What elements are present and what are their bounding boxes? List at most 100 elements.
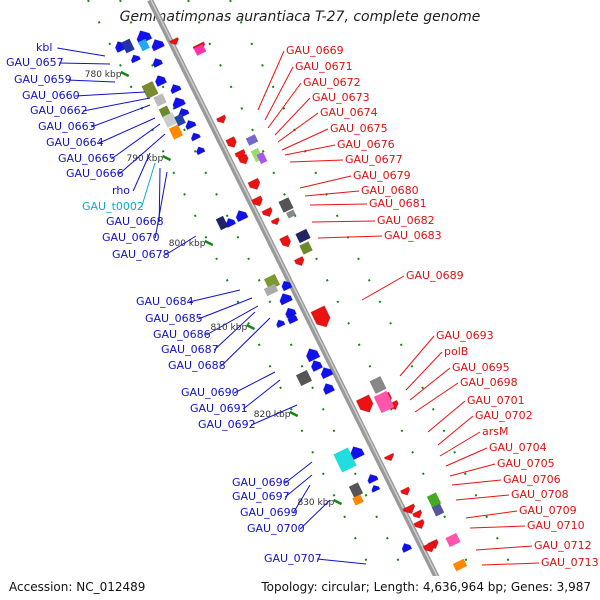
leader-line-left: [284, 461, 313, 484]
gene-box: [431, 503, 445, 517]
gene-box: [168, 124, 184, 140]
gene-label-right: GAU_0701: [467, 394, 525, 407]
leader-line-left: [98, 117, 156, 144]
gene-box: [121, 38, 135, 54]
leader-line-left: [220, 317, 271, 367]
forward-gene-arrow: [402, 503, 416, 515]
gene-label-left: GAU_0700: [247, 522, 305, 535]
gene-label-right: GAU_0712: [534, 539, 592, 552]
gene-label-left: GAU_0688: [168, 359, 226, 372]
leader-line-left: [57, 47, 106, 57]
gene-label-left: GAU_0664: [46, 136, 104, 149]
leader-line-left: [75, 91, 146, 97]
gene-box: [352, 494, 364, 506]
reverse-gene-arrow: [305, 348, 321, 363]
gene-box: [162, 112, 178, 128]
leader-line-right: [281, 128, 329, 151]
gene-box: [278, 197, 294, 213]
forward-gene-arrow: [215, 114, 227, 124]
gene-box: [333, 447, 357, 473]
gene-label-right: GAU_0689: [406, 269, 464, 282]
leader-line-right: [427, 400, 466, 433]
gene-label-right: GAU_0672: [303, 76, 361, 89]
gene-label-right: GAU_0698: [460, 376, 518, 389]
forward-gene-arrow: [413, 518, 425, 530]
guide-track-outer-left: [87, 0, 387, 600]
leader-line-left: [118, 133, 166, 175]
forward-gene-arrow: [422, 540, 436, 553]
tick-label: 790 kbp: [127, 154, 164, 164]
gene-box: [295, 369, 313, 387]
reverse-gene-arrow: [322, 382, 336, 396]
gene-label-right: GAU_0702: [475, 409, 533, 422]
leader-line-right: [481, 562, 540, 566]
reverse-gene-arrow: [401, 542, 413, 554]
gene-label-right: GAU_0710: [527, 519, 585, 532]
gene-label-left: GAU_0697: [232, 490, 290, 503]
leader-line-right: [399, 335, 435, 377]
forward-gene-arrow: [237, 153, 249, 165]
gene-box: [138, 38, 150, 52]
leader-line-left: [213, 311, 256, 351]
gene-label-left: GAU_0668: [106, 215, 164, 228]
gene-box: [174, 113, 186, 127]
reverse-gene-arrow: [152, 57, 164, 69]
gene-label-left: rho: [112, 184, 130, 197]
leader-line-right: [361, 275, 405, 301]
leader-line-right: [317, 235, 383, 239]
leader-line-right: [257, 50, 285, 111]
reverse-gene-arrow: [367, 473, 379, 485]
tick-label: 800 kbp: [169, 239, 206, 249]
gene-box: [286, 209, 296, 219]
gene-box: [141, 81, 159, 99]
reverse-gene-arrow: [195, 146, 206, 156]
forward-gene-arrow: [293, 255, 305, 267]
leader-line-right: [437, 415, 474, 446]
gene-label-left: GAU_0657: [6, 56, 64, 69]
gene-label-right: GAU_0680: [361, 184, 419, 197]
gene-label-right: GAU_0674: [320, 106, 378, 119]
gene-box: [263, 273, 281, 291]
reverse-gene-arrow: [170, 83, 182, 95]
leader-line-left: [67, 79, 116, 83]
leader-line-right: [289, 159, 344, 163]
leader-line-right: [475, 545, 533, 551]
reverse-gene-arrow: [320, 366, 334, 380]
gene-label-left: GAU_0696: [232, 476, 290, 489]
gene-box: [369, 376, 387, 394]
leader-line-left: [198, 297, 253, 320]
gene-label-left: kbl: [36, 41, 52, 54]
forward-gene-arrow: [411, 509, 423, 519]
gene-label-left: GAU_0659: [14, 73, 72, 86]
forward-gene-arrow: [399, 486, 411, 496]
gene-label-left: GAU_0663: [38, 120, 96, 133]
leader-line-right: [469, 525, 526, 529]
gene-label-left: GAU_0691: [190, 402, 248, 415]
leader-line-right: [409, 367, 451, 401]
gene-label-left: GAU_0686: [153, 328, 211, 341]
leader-line-left: [233, 371, 276, 394]
leader-line-right: [414, 382, 459, 413]
gene-label-left: GAU_0665: [58, 152, 116, 165]
leader-line-right: [267, 82, 302, 129]
gene-label-right: GAU_0669: [286, 44, 344, 57]
leader-line-left: [250, 404, 298, 426]
tick-label: 810 kbp: [211, 323, 248, 333]
reverse-gene-arrow: [275, 319, 286, 329]
leader-line-right: [264, 66, 294, 121]
gene-label-right: GAU_0695: [452, 361, 510, 374]
leader-line-right: [439, 431, 481, 457]
forward-gene-arrow: [168, 36, 180, 46]
leader-line-right: [277, 112, 319, 143]
forward-gene-arrow: [383, 452, 395, 462]
footer-bar: Accession: NC_012489 Topology: circular;…: [0, 576, 600, 600]
gene-label-left: GAU_0685: [145, 312, 203, 325]
forward-gene-arrow: [270, 216, 280, 226]
leader-line-left: [59, 62, 111, 65]
tick-label: 780 kbp: [85, 70, 122, 80]
tick-mark: [120, 70, 130, 78]
gene-label-right: GAU_0708: [511, 488, 569, 501]
topology-text: Topology: circular; Length: 4,636,964 bp…: [261, 580, 591, 594]
gene-label-right: GAU_0679: [353, 169, 411, 182]
